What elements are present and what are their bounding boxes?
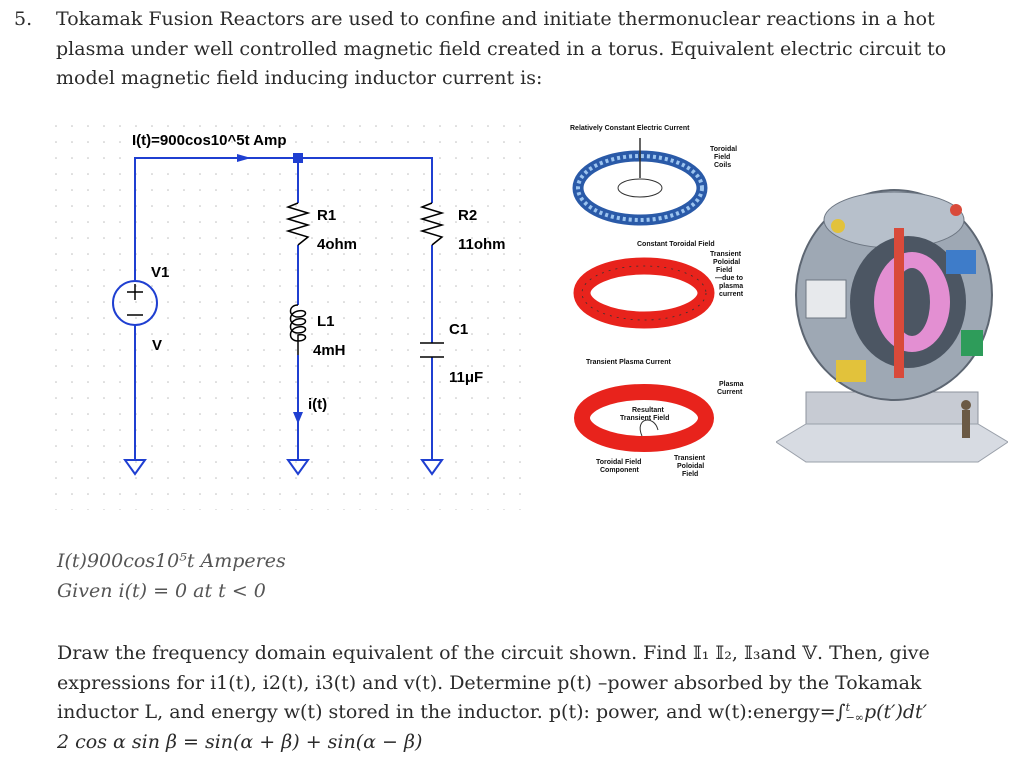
source-label: I(t)=900cos10^5t Amp — [132, 132, 287, 149]
current-arrow-icon — [293, 412, 303, 424]
label-transient-poloidal-3: Field — [716, 267, 732, 274]
ground-icon — [123, 459, 147, 476]
source-arrow-icon — [237, 154, 251, 162]
given-current-expression: I(t)900cos10⁵t Amperes — [57, 550, 286, 572]
integral-limits: t−∞ — [845, 701, 864, 724]
question-line-3: model magnetic field inducing inductor c… — [56, 67, 543, 89]
label-coils-3: Coils — [714, 162, 731, 169]
current-label: i(t) — [308, 396, 327, 413]
task-line-3: inductor L, and energy w(t) stored in th… — [57, 698, 1017, 728]
voltage-source-v1[interactable] — [112, 280, 158, 326]
label-resultant-1: Resultant — [632, 407, 665, 414]
label-constant-field: Constant Toroidal Field — [637, 241, 715, 248]
trig-identity: 2 cos α sin β = sin(α + β) + sin(α − β) — [57, 730, 423, 753]
integral-lower: −∞ — [845, 711, 864, 724]
v1-name: V1 — [151, 264, 169, 281]
cut-off-previous-line — [40, 0, 1000, 3]
ground-icon — [420, 459, 444, 476]
question-number: 5. — [14, 8, 33, 30]
question-line-2: plasma under well controlled magnetic fi… — [56, 37, 947, 60]
ground-icon — [286, 459, 310, 476]
label-transient-poloidal-b2: Poloidal — [677, 463, 704, 470]
v1-value: V — [152, 337, 162, 354]
c1-name: C1 — [449, 321, 468, 338]
label-plasma-current-1: Plasma — [719, 381, 744, 388]
l1-value: 4mH — [313, 342, 346, 359]
given-initial-condition: Given i(t) = 0 at t < 0 — [57, 580, 266, 602]
label-transient-poloidal-1: Transient — [710, 251, 742, 258]
integrand: p(t′)dt′ — [863, 701, 928, 723]
label-transient-current: Transient Plasma Current — [586, 359, 671, 366]
label-transient-poloidal-b1: Transient — [674, 455, 706, 462]
task-line-3-text: inductor L, and energy w(t) stored in th… — [57, 701, 836, 723]
label-plasma-current-2: Current — [717, 389, 743, 396]
resultant-torus-illustration — [574, 384, 715, 452]
task-text: Draw the frequency domain equivalent of … — [57, 639, 1017, 757]
l1-name: L1 — [317, 313, 335, 330]
plasma-torus-illustration — [573, 257, 715, 329]
tokamak-field-diagram: Relatively Constant Electric Current Tor… — [570, 125, 744, 478]
circuit-schematic: I(t)=900cos10^5t Amp V1 V R1 4ohm R2 11o… — [55, 125, 525, 510]
label-transient-poloidal-5: plasma — [719, 283, 743, 290]
label-toroidal-component-2: Component — [600, 467, 640, 474]
label-coils-1: Toroidal — [710, 146, 737, 153]
junction-node — [293, 153, 303, 163]
r2-name: R2 — [458, 207, 477, 224]
resistor-r1[interactable] — [285, 202, 311, 246]
question-line-1: Tokamak Fusion Reactors are used to conf… — [56, 8, 935, 30]
ground-symbols — [123, 459, 444, 476]
capacitor-c1[interactable] — [420, 342, 444, 358]
label-coils-2: Field — [714, 154, 730, 161]
c1-value: 11μF — [449, 369, 483, 386]
resistor-r2[interactable] — [419, 202, 445, 246]
r2-value: 11ohm — [458, 236, 506, 253]
label-transient-poloidal-6: current — [719, 291, 744, 298]
label-transient-poloidal-2: Poloidal — [713, 259, 740, 266]
label-toroidal-component-1: Toroidal Field — [596, 459, 641, 466]
toroidal-coils-illustration — [572, 138, 708, 226]
label-resultant-2: Transient Field — [620, 415, 669, 422]
r1-value: 4ohm — [317, 236, 357, 253]
label-top: Relatively Constant Electric Current — [570, 125, 690, 132]
integral-sign: ∫ — [835, 701, 846, 723]
task-line-1: Draw the frequency domain equivalent of … — [57, 642, 930, 664]
label-transient-poloidal-4: —due to — [715, 275, 743, 282]
tokamak-reactor-illustration — [776, 189, 1008, 463]
r1-name: R1 — [317, 207, 336, 224]
question-text: Tokamak Fusion Reactors are used to conf… — [56, 5, 1016, 94]
wires — [134, 157, 433, 460]
integral-upper: t — [845, 701, 850, 714]
inductor-l1[interactable] — [289, 304, 307, 355]
label-transient-poloidal-b3: Field — [682, 471, 698, 478]
task-line-2: expressions for i1(t), i2(t), i3(t) and … — [57, 671, 922, 694]
